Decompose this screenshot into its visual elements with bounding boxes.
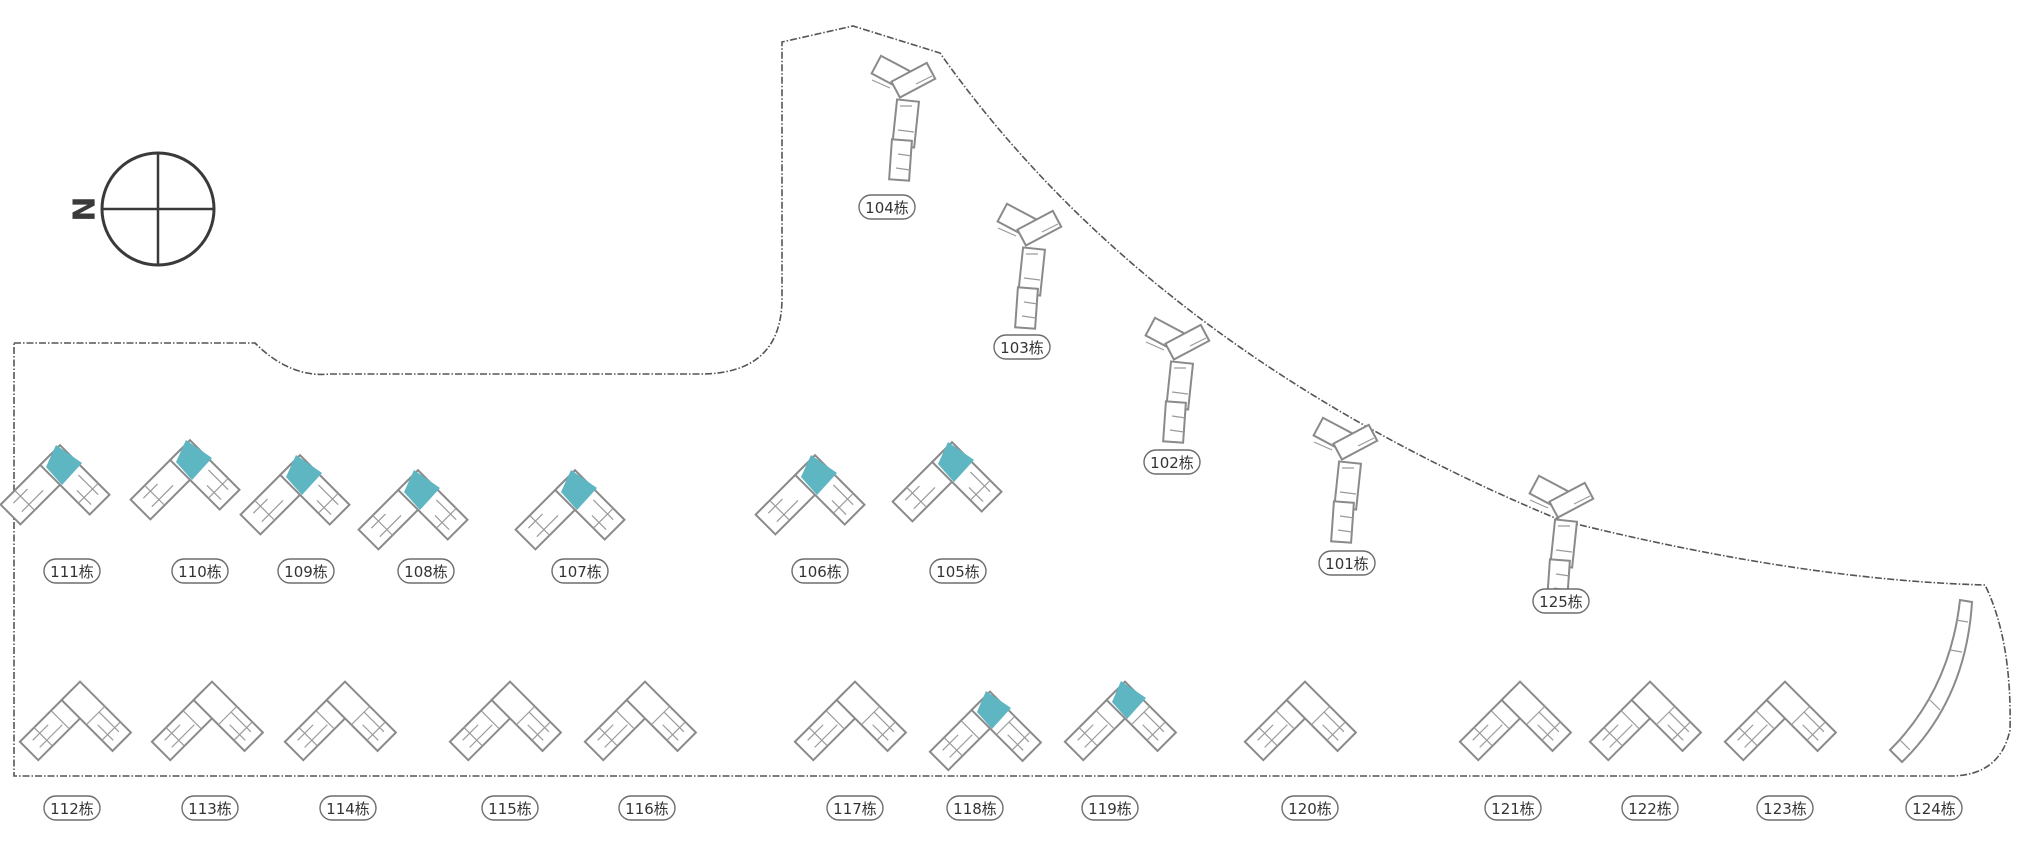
building-label-text: 104栋 bbox=[865, 199, 909, 217]
building-label-text: 106栋 bbox=[798, 563, 842, 581]
building-103[interactable]: 103栋 bbox=[993, 202, 1063, 360]
north-label: N bbox=[65, 196, 100, 221]
building-label-text: 115栋 bbox=[488, 800, 532, 818]
building-footprint bbox=[1144, 316, 1211, 444]
highlighted-unit bbox=[46, 445, 82, 485]
building-117[interactable]: 117栋 bbox=[792, 679, 907, 821]
building-label[interactable]: 107栋 bbox=[551, 558, 609, 584]
building-label[interactable]: 116栋 bbox=[618, 795, 676, 821]
building-label-text: 118栋 bbox=[953, 800, 997, 818]
building-label[interactable]: 108栋 bbox=[397, 558, 455, 584]
building-label[interactable]: 122栋 bbox=[1621, 795, 1679, 821]
building-label-text: 123栋 bbox=[1763, 800, 1807, 818]
highlighted-unit bbox=[286, 455, 322, 495]
site-boundary bbox=[13, 25, 2011, 777]
highlighted-unit bbox=[1112, 681, 1146, 719]
building-footprint bbox=[870, 54, 937, 182]
building-footprint bbox=[1312, 416, 1379, 544]
building-label[interactable]: 113栋 bbox=[181, 795, 239, 821]
building-107[interactable]: 107栋 bbox=[513, 467, 626, 584]
building-102[interactable]: 102栋 bbox=[1143, 316, 1211, 475]
building-label[interactable]: 103栋 bbox=[993, 334, 1051, 360]
building-113[interactable]: 113栋 bbox=[149, 679, 264, 821]
building-label[interactable]: 120栋 bbox=[1281, 795, 1339, 821]
building-120[interactable]: 120栋 bbox=[1242, 679, 1357, 821]
building-116[interactable]: 116栋 bbox=[582, 679, 697, 821]
building-109[interactable]: 109栋 bbox=[238, 452, 351, 584]
highlighted-unit bbox=[938, 442, 974, 482]
building-121[interactable]: 121栋 bbox=[1457, 679, 1572, 821]
building-label[interactable]: 115栋 bbox=[481, 795, 539, 821]
building-label[interactable]: 101栋 bbox=[1318, 550, 1376, 576]
building-label[interactable]: 125栋 bbox=[1532, 588, 1590, 614]
building-label[interactable]: 102栋 bbox=[1143, 449, 1201, 475]
building-label[interactable]: 104栋 bbox=[858, 194, 916, 220]
building-label[interactable]: 117栋 bbox=[826, 795, 884, 821]
building-label-text: 101栋 bbox=[1325, 555, 1369, 573]
building-label-text: 124栋 bbox=[1912, 800, 1956, 818]
building-label-text: 117栋 bbox=[833, 800, 877, 818]
building-106[interactable]: 106栋 bbox=[753, 452, 866, 584]
building-label-text: 121栋 bbox=[1491, 800, 1535, 818]
highlighted-unit bbox=[176, 440, 212, 480]
building-115[interactable]: 115栋 bbox=[447, 679, 562, 821]
buildings-layer: 104栋 103栋 102栋 101栋 125栋 111栋 110栋 109栋 108栋 107栋… bbox=[0, 54, 1974, 821]
building-label-text: 119栋 bbox=[1088, 800, 1132, 818]
building-label-text: 116栋 bbox=[625, 800, 669, 818]
building-label[interactable]: 109栋 bbox=[277, 558, 335, 584]
building-label[interactable]: 111栋 bbox=[43, 558, 101, 584]
building-label[interactable]: 124栋 bbox=[1905, 795, 1963, 821]
building-label-text: 114栋 bbox=[326, 800, 370, 818]
building-124[interactable]: 124栋 bbox=[1888, 598, 1974, 821]
building-label[interactable]: 114栋 bbox=[319, 795, 377, 821]
building-label[interactable]: 110栋 bbox=[171, 558, 229, 584]
building-123[interactable]: 123栋 bbox=[1722, 679, 1837, 821]
building-110[interactable]: 110栋 bbox=[128, 437, 241, 584]
building-label-text: 122栋 bbox=[1628, 800, 1672, 818]
building-label-text: 112栋 bbox=[50, 800, 94, 818]
building-104[interactable]: 104栋 bbox=[858, 54, 937, 220]
building-label-text: 103栋 bbox=[1000, 339, 1044, 357]
building-105[interactable]: 105栋 bbox=[890, 439, 1003, 584]
building-footprint bbox=[1528, 474, 1595, 602]
building-label-text: 105栋 bbox=[936, 563, 980, 581]
building-footprint bbox=[1888, 598, 1974, 764]
building-footprint bbox=[996, 202, 1063, 330]
highlighted-unit bbox=[404, 470, 440, 510]
building-label-text: 111栋 bbox=[50, 563, 94, 581]
building-108[interactable]: 108栋 bbox=[356, 467, 469, 584]
building-label[interactable]: 105栋 bbox=[929, 558, 987, 584]
north-arrow-icon: N bbox=[65, 151, 216, 267]
building-125[interactable]: 125栋 bbox=[1528, 474, 1595, 614]
building-label[interactable]: 123栋 bbox=[1756, 795, 1814, 821]
building-label[interactable]: 112栋 bbox=[43, 795, 101, 821]
building-label[interactable]: 106栋 bbox=[791, 558, 849, 584]
building-label-text: 110栋 bbox=[178, 563, 222, 581]
building-112[interactable]: 112栋 bbox=[17, 679, 132, 821]
highlighted-unit bbox=[801, 455, 837, 495]
building-label-text: 108栋 bbox=[404, 563, 448, 581]
building-label-text: 125栋 bbox=[1539, 593, 1583, 611]
building-114[interactable]: 114栋 bbox=[282, 679, 397, 821]
building-label[interactable]: 119栋 bbox=[1081, 795, 1139, 821]
building-122[interactable]: 122栋 bbox=[1587, 679, 1702, 821]
highlighted-unit bbox=[561, 470, 597, 510]
building-119[interactable]: 119栋 bbox=[1062, 679, 1177, 821]
highlighted-unit bbox=[977, 691, 1011, 729]
building-101[interactable]: 101栋 bbox=[1312, 416, 1379, 576]
building-label-text: 102栋 bbox=[1150, 454, 1194, 472]
building-label-text: 107栋 bbox=[558, 563, 602, 581]
building-label-text: 113栋 bbox=[188, 800, 232, 818]
building-label-text: 109栋 bbox=[284, 563, 328, 581]
building-111[interactable]: 111栋 bbox=[0, 442, 111, 584]
building-label-text: 120栋 bbox=[1288, 800, 1332, 818]
building-label[interactable]: 118栋 bbox=[946, 795, 1004, 821]
building-118[interactable]: 118栋 bbox=[927, 689, 1042, 821]
building-label[interactable]: 121栋 bbox=[1484, 795, 1542, 821]
